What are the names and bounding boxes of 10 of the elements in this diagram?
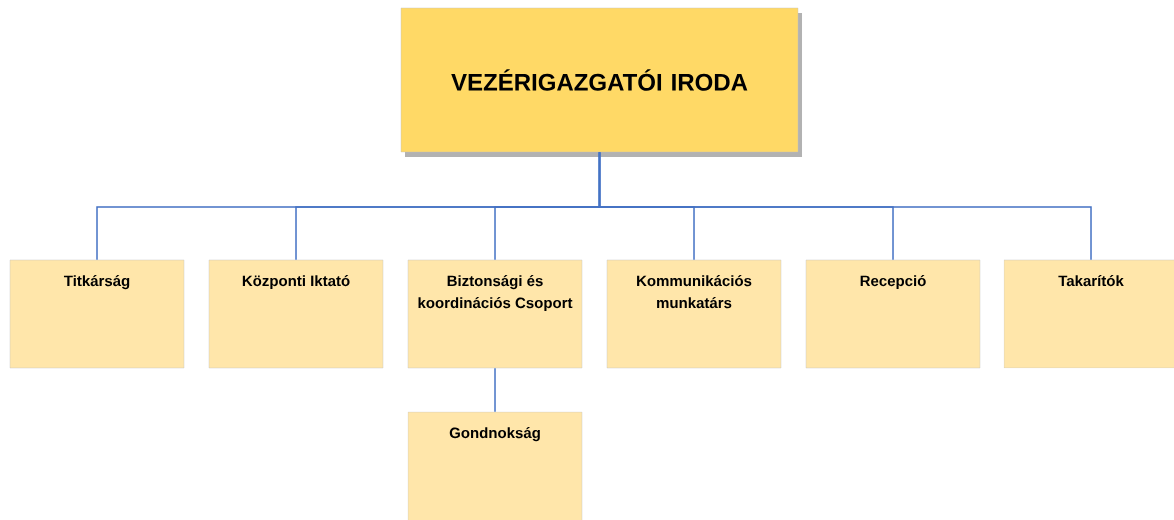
unit-box: Központi Iktató	[208, 259, 384, 369]
unit-box: Biztonsági és koordinációs Csoport	[407, 259, 583, 369]
unit-box: Gondnokság	[407, 411, 583, 520]
unit-box: Takarítók	[1003, 259, 1174, 369]
unit-box: Kommunikációs munkatárs	[606, 259, 782, 369]
connector-line	[494, 367, 496, 413]
title-box: VEZÉRIGAZGATÓI IRODA	[400, 7, 802, 157]
connector-line	[598, 151, 1092, 261]
unit-box: Titkárság	[9, 259, 185, 369]
unit-box: Recepció	[805, 259, 981, 369]
